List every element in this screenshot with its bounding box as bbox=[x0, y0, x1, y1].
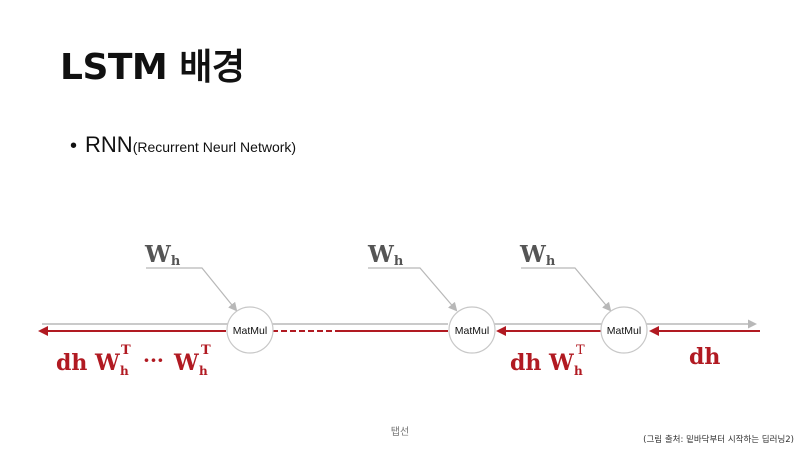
bullet-main-text: RNN bbox=[85, 132, 133, 157]
gradient-left-w1-sup: T bbox=[121, 343, 131, 358]
gradient-label-in: dh bbox=[689, 344, 720, 370]
matmul-node-3-label: MatMul bbox=[607, 325, 641, 337]
gradient-left-w1-sub: h bbox=[120, 364, 129, 378]
matmul-node-2-label: MatMul bbox=[455, 325, 489, 337]
gradient-mid-dh: dh bbox=[510, 350, 541, 376]
weight-label-2-subscript: h bbox=[394, 254, 404, 269]
weight-connector-2 bbox=[368, 267, 458, 312]
gradient-mid-w: W bbox=[548, 350, 574, 376]
weight-label-1-symbol: W bbox=[144, 241, 172, 268]
gradient-left-dh: dh bbox=[56, 350, 87, 376]
gradient-left-w2: W bbox=[173, 350, 199, 376]
bullet-rnn: • RNN(Recurrent Neurl Network) bbox=[70, 132, 296, 158]
matmul-node-3: MatMul bbox=[600, 306, 648, 354]
weight-label-1-subscript: h bbox=[171, 254, 181, 269]
footer-center-text: 탭선 bbox=[390, 427, 410, 438]
weight-label-3-symbol: W bbox=[519, 241, 547, 268]
image-source-caption: (그림 출처: 밑바닥부터 시작하는 딥러닝2) bbox=[643, 435, 794, 445]
weight-connector-3 bbox=[521, 267, 612, 312]
gradient-left-w2-sup: T bbox=[201, 343, 211, 358]
gradient-mid-w-sup: T bbox=[576, 343, 585, 358]
weight-label-2: Wh bbox=[367, 241, 404, 269]
gradient-left-w2-sub: h bbox=[199, 364, 208, 378]
gradient-mid-w-sub: h bbox=[574, 364, 583, 378]
weight-label-3-subscript: h bbox=[546, 254, 556, 269]
gradient-label-mid: dh W h T bbox=[510, 343, 585, 378]
weight-connector-1 bbox=[146, 267, 238, 312]
gradient-left-ellipsis: ··· bbox=[143, 348, 164, 372]
weight-label-2-symbol: W bbox=[367, 241, 395, 268]
weight-label-3: Wh bbox=[519, 241, 556, 269]
matmul-node-1: MatMul bbox=[226, 306, 274, 354]
gradient-label-left: dh W h T ··· W h T bbox=[56, 343, 211, 378]
matmul-node-1-label: MatMul bbox=[233, 325, 267, 337]
matmul-node-2: MatMul bbox=[448, 306, 496, 354]
gradient-left-w1: W bbox=[94, 350, 120, 376]
slide-title: LSTM 배경 bbox=[60, 47, 245, 88]
bullet-dot: • bbox=[70, 135, 78, 157]
weight-label-1: Wh bbox=[144, 241, 181, 269]
bullet-sub-text: (Recurrent Neurl Network) bbox=[132, 139, 297, 155]
